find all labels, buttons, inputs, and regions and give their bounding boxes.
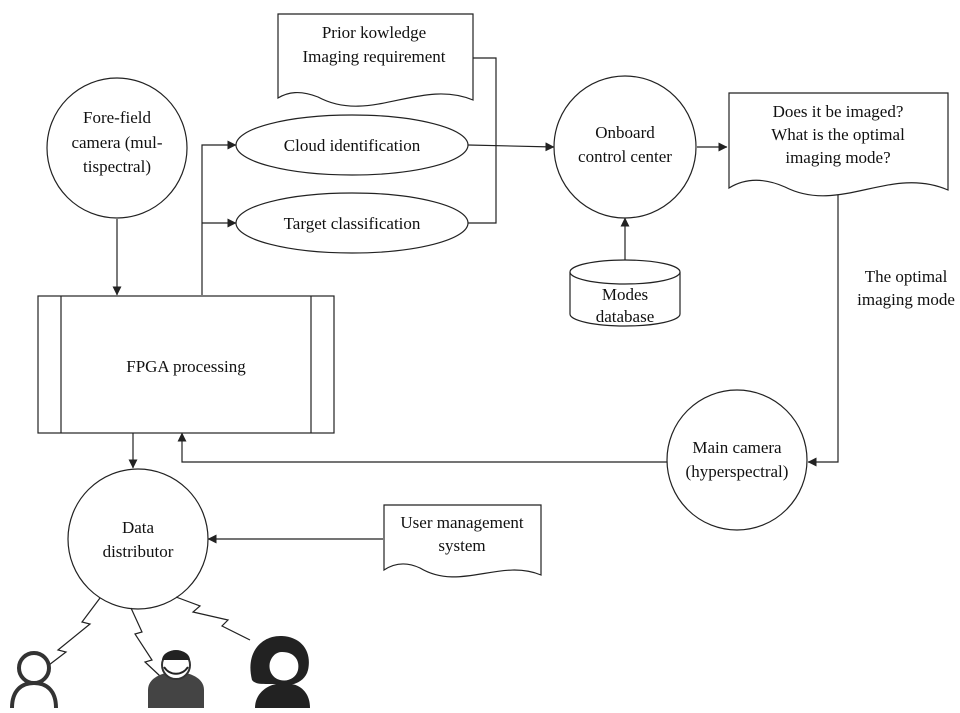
line-target-to-control (468, 145, 497, 224)
user-management-line2: system (438, 536, 485, 555)
connectors (112, 57, 839, 544)
data-distributor-line1: Data (122, 518, 155, 537)
onboard-control-center-node: Onboard control center (553, 75, 697, 219)
person-outline-icon (10, 651, 58, 709)
main-camera-line1: Main camera (692, 438, 782, 457)
arrow-fpga-to-cloud (201, 140, 237, 295)
target-classification-node: Target classification (235, 192, 469, 254)
modes-database-node: Modes database (569, 259, 681, 327)
optimal-mode-label: The optimal imaging mode (857, 267, 955, 309)
lightning-link-icon (44, 597, 101, 669)
decision-line2: What is the optimal (771, 125, 905, 144)
main-camera-line2: (hyperspectral) (686, 462, 789, 481)
prior-knowledge-line1: Prior kowledge (322, 23, 426, 42)
data-distributor-line2: distributor (103, 542, 174, 561)
control-center-line1: Onboard (595, 123, 655, 142)
decision-line3: imaging mode? (785, 148, 890, 167)
cloud-identification-node: Cloud identification (235, 114, 469, 176)
person-headset-icon (148, 650, 204, 708)
arrow-main-camera-to-fpga (177, 432, 667, 463)
modes-database-line1: Modes (602, 285, 648, 304)
target-classification-label: Target classification (284, 214, 421, 233)
wireless-links (44, 596, 251, 677)
lightning-link-icon (130, 607, 161, 677)
line-prior-to-control (473, 57, 497, 145)
lightning-link-icon (175, 596, 251, 641)
optimal-mode-line2: imaging mode (857, 290, 955, 309)
cloud-identification-label: Cloud identification (284, 136, 421, 155)
prior-knowledge-line2: Imaging requirement (302, 47, 445, 66)
control-center-line2: control center (578, 147, 672, 166)
fpga-processing-label: FPGA processing (126, 357, 246, 376)
fpga-processing-node: FPGA processing (37, 295, 335, 434)
fore-field-camera-line1: Fore-field (83, 108, 151, 127)
fore-field-camera-node: Fore-field camera (mul- tispectral) (46, 77, 188, 219)
person-woman-icon (250, 635, 310, 708)
user-management-line1: User management (400, 513, 523, 532)
decision-line1: Does it be imaged? (773, 102, 904, 121)
user-management-document: User management system (383, 504, 542, 578)
fore-field-camera-line2: camera (mul- (71, 133, 162, 152)
data-distributor-node: Data distributor (67, 468, 209, 610)
optimal-mode-line1: The optimal (865, 267, 948, 286)
modes-database-line2: database (596, 307, 655, 326)
decision-document: Does it be imaged? What is the optimal i… (728, 92, 949, 197)
main-camera-node: Main camera (hyperspectral) (666, 389, 808, 531)
prior-knowledge-document: Prior kowledge Imaging requirement (277, 13, 474, 107)
arrow-cloud-to-control (467, 142, 555, 152)
fore-field-camera-line3: tispectral) (83, 157, 151, 176)
arrow-decision-to-main-camera (807, 182, 839, 467)
